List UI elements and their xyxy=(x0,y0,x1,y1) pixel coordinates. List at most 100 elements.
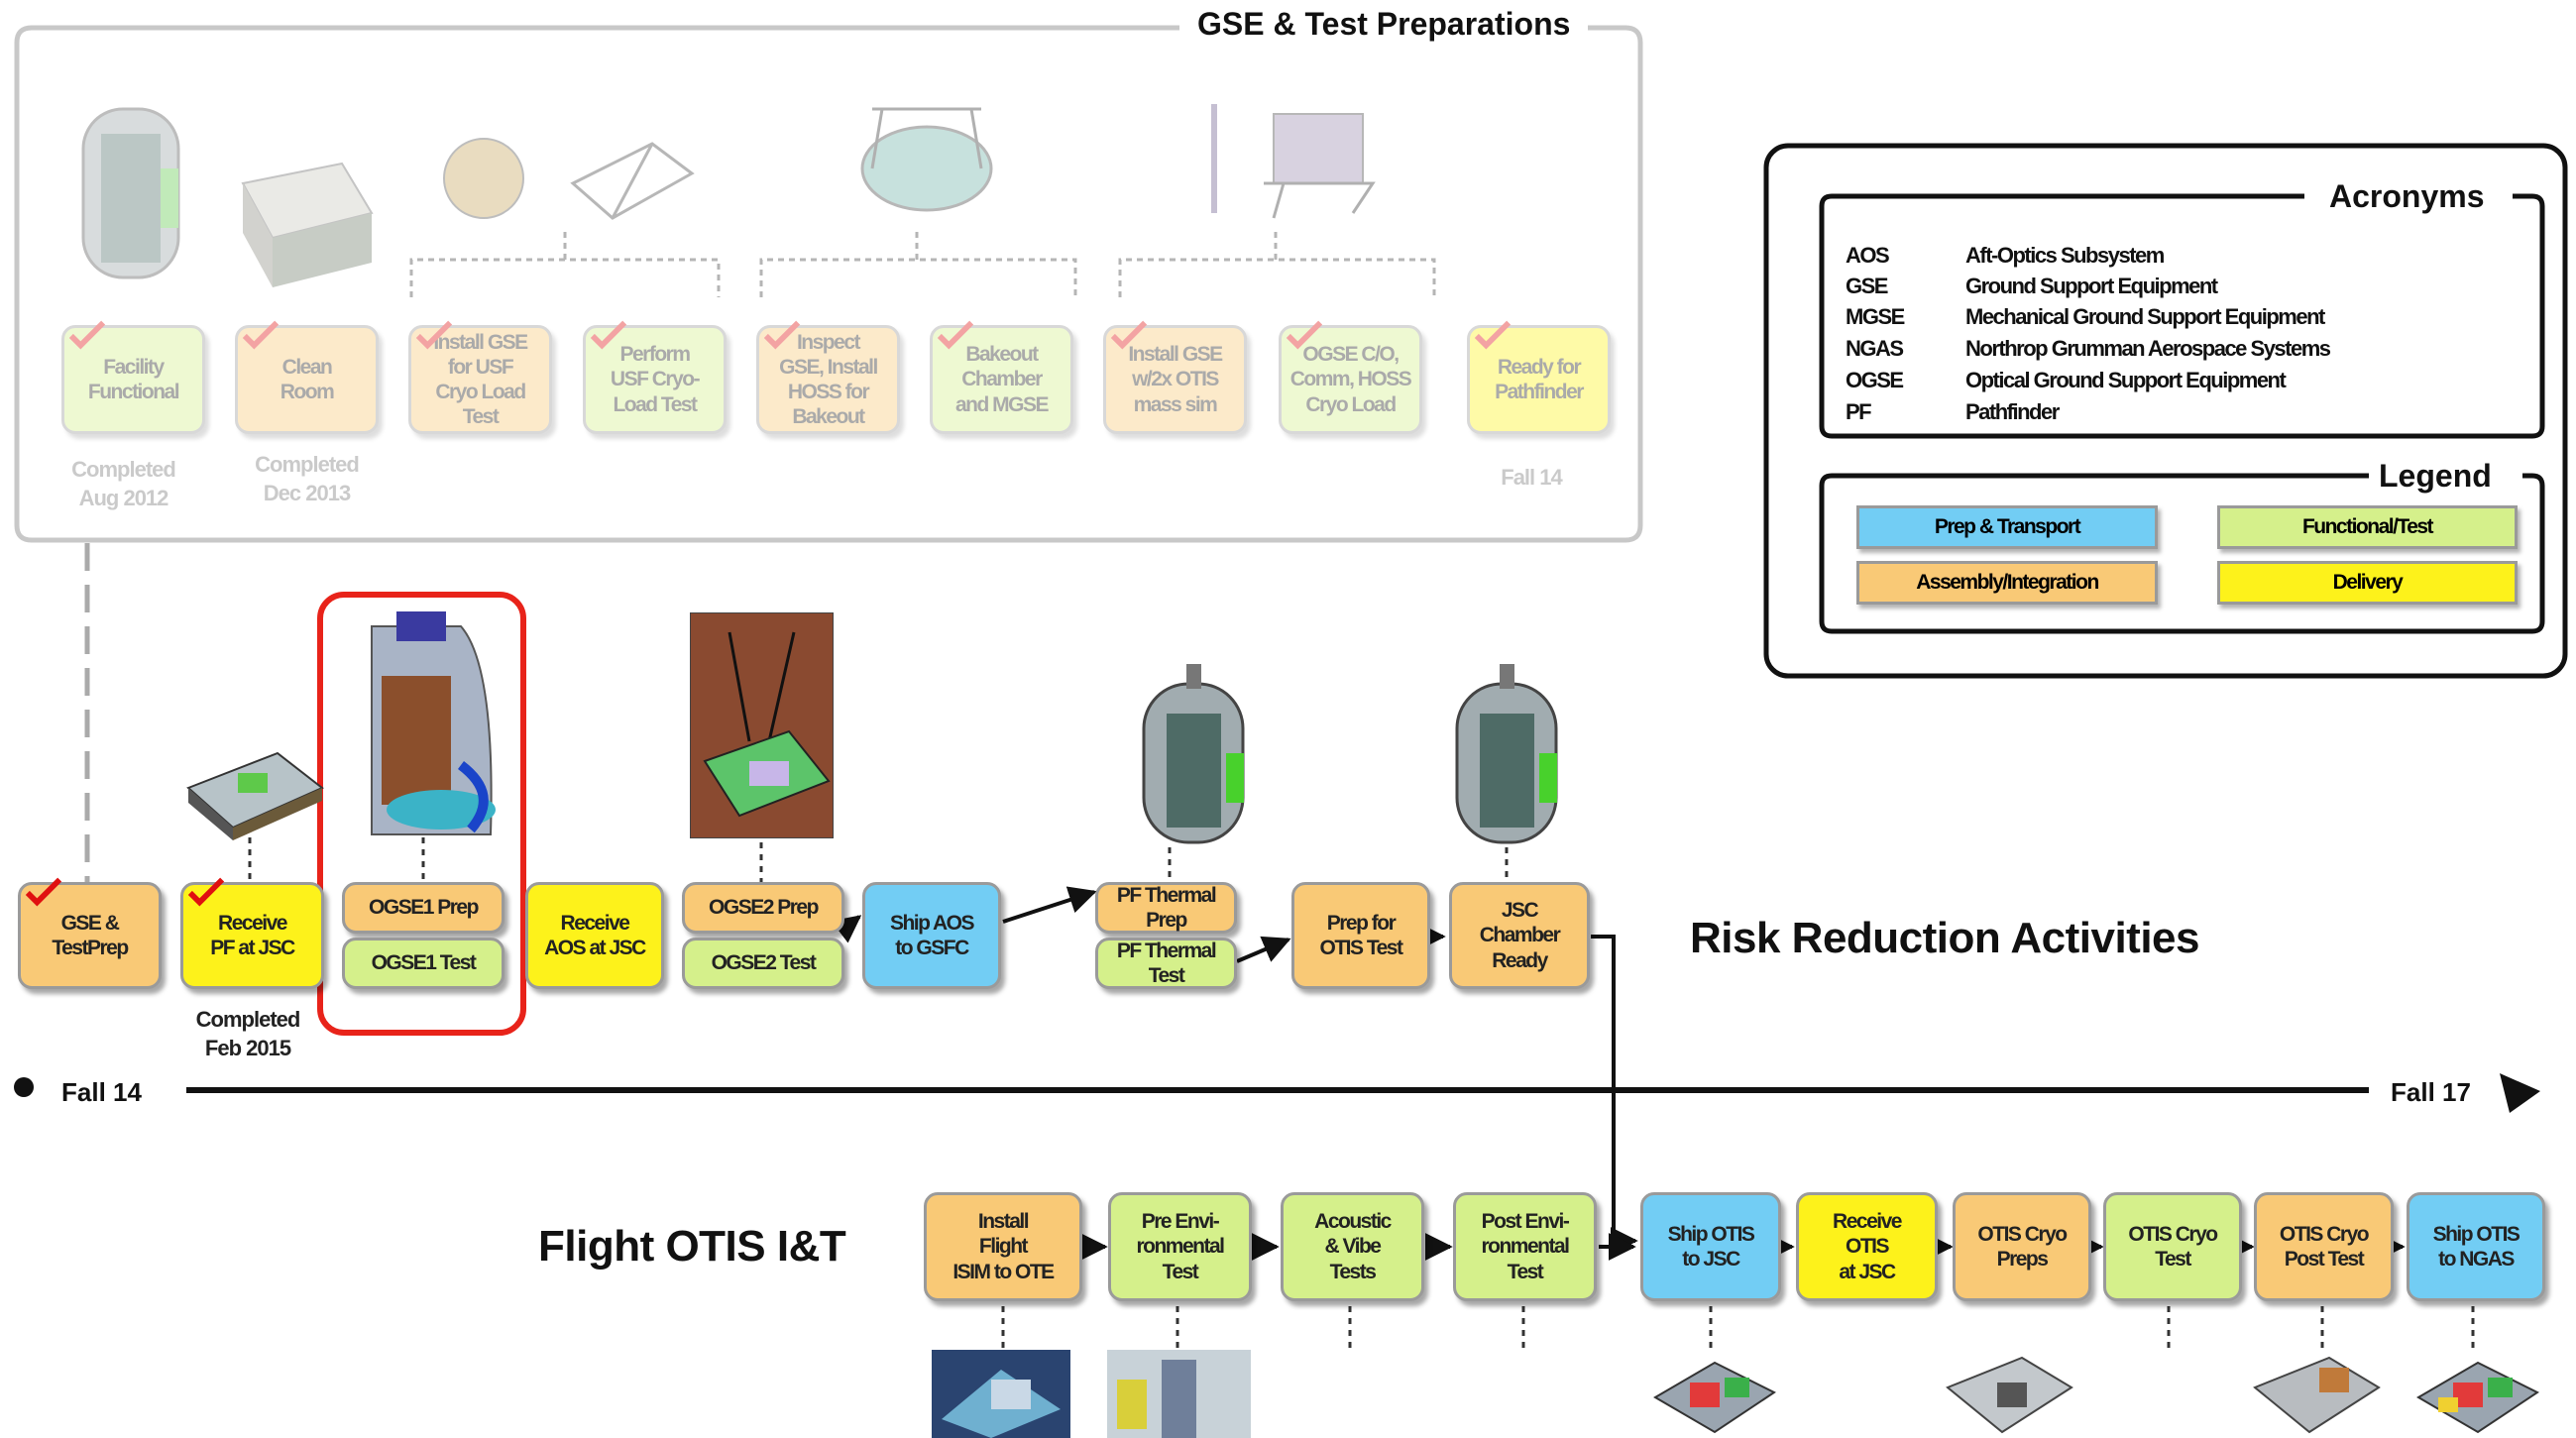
gse-step-label: Clean Room xyxy=(280,355,335,403)
gse-step-label: Ready for Pathfinder xyxy=(1495,355,1584,403)
pre-env-test-illustration xyxy=(1107,1350,1251,1438)
risk-step-label: OGSE1 Test xyxy=(371,951,477,975)
flight-step-pre-environmental-test[interactable]: Pre Envi- ronmental Test xyxy=(1108,1192,1252,1301)
risk-step-jsc-chamber-ready[interactable]: JSC Chamber Ready xyxy=(1449,882,1590,989)
flight-step-label: Acoustic & Vibe Tests xyxy=(1314,1210,1392,1283)
risk-step-receive-pf-at-jsc[interactable]: Receive PF at JSC xyxy=(180,877,324,989)
gse-step-bakeout-chamber[interactable]: Bakeout Chamber and MGSE xyxy=(930,320,1073,434)
flight-step-label: Ship OTIS to NGAS xyxy=(2432,1222,2520,1271)
image-leaders xyxy=(248,837,2475,1350)
acronyms-inner-frame xyxy=(1819,193,2545,439)
acronyms-title: Acronyms xyxy=(2319,178,2495,215)
legend-delivery: Delivery xyxy=(2217,561,2518,605)
flight-step-ship-otis-to-jsc[interactable]: Ship OTIS to JSC xyxy=(1640,1192,1781,1301)
risk-step-ogse1-test[interactable]: OGSE1 Test xyxy=(342,938,504,989)
gse-step-usf-cryo-load-test[interactable]: Perform USF Cryo- Load Test xyxy=(583,320,727,434)
risk-caption-feb-2015: Completed Feb 2015 xyxy=(195,1007,301,1060)
checkmark-icon xyxy=(187,877,225,907)
risk-step-label: OGSE2 Test xyxy=(711,951,817,975)
checkmark-icon xyxy=(68,320,106,350)
gse-step-install-gse-otis-mass-sim[interactable]: Install GSE w/2x OTIS mass sim xyxy=(1103,320,1247,434)
clean-room-illustration xyxy=(241,162,374,287)
usf-cryo-illustration xyxy=(443,138,695,220)
flight-step-otis-cryo-post-test[interactable]: OTIS Cryo Post Test xyxy=(2254,1192,2394,1301)
gse-caption-fall-14: Fall 14 xyxy=(1501,465,1562,490)
risk-step-gse-test-prep[interactable]: GSE & TestPrep xyxy=(18,877,162,989)
flight-step-receive-otis-at-jsc[interactable]: Receive OTIS at JSC xyxy=(1796,1192,1938,1301)
gse-caption-dec-2013: Completed Dec 2013 xyxy=(255,452,360,505)
risk-step-prep-for-otis-test[interactable]: Prep for OTIS Test xyxy=(1291,882,1430,989)
risk-step-pf-thermal-test[interactable]: PF Thermal Test xyxy=(1095,938,1237,989)
checkmark-icon xyxy=(242,320,280,350)
risk-section-title: Risk Reduction Activities xyxy=(1690,914,2200,962)
gse-step-clean-room[interactable]: Clean Room xyxy=(235,320,379,434)
flight-step-otis-cryo-preps[interactable]: OTIS Cryo Preps xyxy=(1953,1192,2091,1301)
checkmark-icon xyxy=(590,320,627,350)
gse-step-label: Perform USF Cryo- Load Test xyxy=(610,343,701,416)
flight-step-acoustic-vibe-tests[interactable]: Acoustic & Vibe Tests xyxy=(1281,1192,1424,1301)
checkmark-icon xyxy=(1474,320,1512,350)
gse-step-install-gse-usf[interactable]: Install GSE for USF Cryo Load Test xyxy=(408,320,552,434)
acronym-desc: Pathfinder xyxy=(1965,399,2060,424)
gse-brackets xyxy=(409,228,1436,297)
flight-step-ship-otis-to-ngas[interactable]: Ship OTIS to NGAS xyxy=(2407,1192,2545,1301)
risk-step-label: Receive PF at JSC xyxy=(210,911,295,959)
pf-thermal-chamber-illustration xyxy=(1142,664,1245,844)
risk-step-label: OGSE2 Prep xyxy=(709,896,819,920)
acronym-desc: Ground Support Equipment xyxy=(1965,274,2218,298)
checkmark-icon xyxy=(1286,320,1323,350)
acronym-desc: Optical Ground Support Equipment xyxy=(1965,368,2287,392)
risk-step-ship-aos-to-gsfc[interactable]: Ship AOS to GSFC xyxy=(862,882,1001,989)
risk-step-label: Prep for OTIS Test xyxy=(1319,911,1403,959)
risk-step-ogse1-prep[interactable]: OGSE1 Prep xyxy=(342,882,504,934)
isim-install-illustration xyxy=(932,1350,1070,1438)
flight-step-label: OTIS Cryo Test xyxy=(2128,1222,2218,1271)
checkmark-icon xyxy=(763,320,801,350)
ogse1-illustration xyxy=(371,611,496,835)
risk-step-pf-thermal-prep[interactable]: PF Thermal Prep xyxy=(1095,882,1237,934)
timeline-end-label: Fall 17 xyxy=(2391,1077,2471,1107)
otis-ship-illustration xyxy=(1653,1361,1776,1434)
risk-step-label: PF Thermal Prep xyxy=(1116,883,1217,932)
flight-step-label: Receive OTIS at JSC xyxy=(1833,1210,1902,1283)
facility-chamber-illustration xyxy=(81,107,180,279)
risk-step-label: OGSE1 Prep xyxy=(369,896,479,920)
acronym-abbr: OGSE xyxy=(1846,368,1904,392)
risk-step-ogse2-prep[interactable]: OGSE2 Prep xyxy=(682,882,844,934)
checkmark-icon xyxy=(415,320,453,350)
flight-step-label: OTIS Cryo Preps xyxy=(1977,1222,2068,1271)
risk-step-label: Receive AOS at JSC xyxy=(544,911,646,959)
checkmark-icon xyxy=(937,320,974,350)
flight-section-title: Flight OTIS I&T xyxy=(538,1222,846,1271)
legend-inner-frame xyxy=(1819,473,2545,634)
pathfinder-illustration xyxy=(186,751,324,840)
risk-step-label: Ship AOS to GSFC xyxy=(889,911,975,959)
flight-step-label: OTIS Cryo Post Test xyxy=(2279,1222,2370,1271)
flight-step-label: Install Flight ISIM to OTE xyxy=(952,1210,1055,1283)
risk-step-label: JSC Chamber Ready xyxy=(1479,899,1561,972)
ogse2-illustration xyxy=(690,612,834,838)
gse-step-inspect-gse-hoss[interactable]: Inspect GSE, Install HOSS for Bakeout xyxy=(756,320,900,434)
flight-step-post-environmental-test[interactable]: Post Envi- ronmental Test xyxy=(1453,1192,1597,1301)
risk-step-label: PF Thermal Test xyxy=(1116,939,1217,987)
checkmark-icon xyxy=(1110,320,1148,350)
gse-step-ready-for-pathfinder[interactable]: Ready for Pathfinder xyxy=(1467,320,1611,434)
gse-caption-aug-2012: Completed Aug 2012 xyxy=(71,457,176,510)
risk-step-ogse2-test[interactable]: OGSE2 Test xyxy=(682,938,844,989)
checkmark-icon xyxy=(25,877,62,907)
acronym-abbr: NGAS xyxy=(1846,336,1904,361)
risk-step-label: GSE & TestPrep xyxy=(52,911,129,959)
gse-step-label: Facility Functional xyxy=(87,355,180,403)
gse-step-ogse-checkout[interactable]: OGSE C/O, Comm, HOSS Cryo Load xyxy=(1279,320,1422,434)
flight-step-label: Pre Envi- ronmental Test xyxy=(1136,1210,1225,1283)
legend-functional-test: Functional/Test xyxy=(2217,505,2518,549)
flight-step-label: Ship OTIS to JSC xyxy=(1667,1222,1755,1271)
risk-step-receive-aos-at-jsc[interactable]: Receive AOS at JSC xyxy=(525,882,664,989)
gse-step-facility-functional[interactable]: Facility Functional xyxy=(61,320,205,434)
gse-step-label: Bakeout Chamber and MGSE xyxy=(954,343,1050,416)
flight-step-install-flight-isim[interactable]: Install Flight ISIM to OTE xyxy=(924,1192,1082,1301)
hoss-bakeout-illustration xyxy=(860,107,993,212)
acronym-abbr: GSE xyxy=(1846,274,1888,298)
flight-step-otis-cryo-test[interactable]: OTIS Cryo Test xyxy=(2103,1192,2242,1301)
acronym-abbr: PF xyxy=(1846,399,1872,424)
